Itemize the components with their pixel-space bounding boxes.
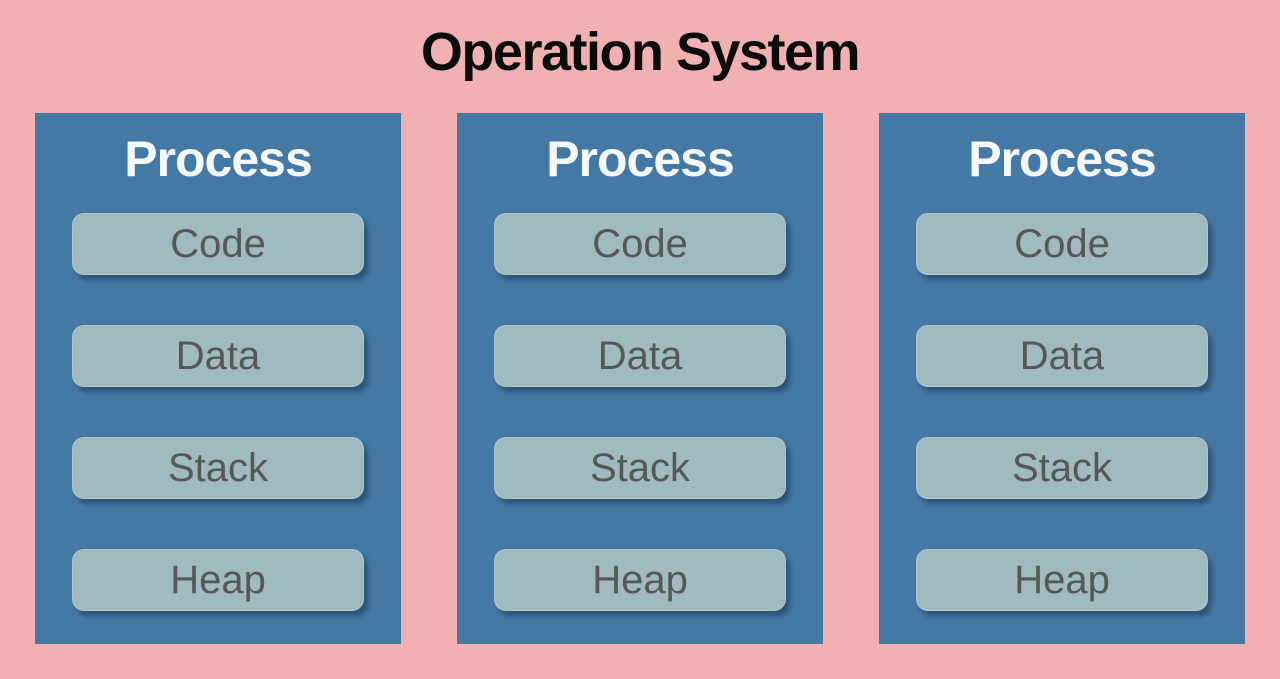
process-title: Process [546, 131, 735, 187]
process-box-3: Process Code Data Stack Heap [879, 113, 1245, 644]
segment-data: Data [494, 325, 786, 387]
segment-code: Code [494, 213, 786, 275]
diagram-title: Operation System [420, 22, 861, 82]
process-title: Process [124, 131, 313, 187]
segment-data: Data [72, 325, 364, 387]
segment-code: Code [72, 213, 364, 275]
process-row: Process Code Data Stack Heap Process Cod… [0, 113, 1280, 644]
segment-code: Code [916, 213, 1208, 275]
segment-heap: Heap [494, 549, 786, 611]
process-title: Process [968, 131, 1157, 187]
process-segments: Code Data Stack Heap [457, 213, 823, 611]
process-segments: Code Data Stack Heap [879, 213, 1245, 611]
segment-stack: Stack [916, 437, 1208, 499]
process-box-1: Process Code Data Stack Heap [35, 113, 401, 644]
segment-heap: Heap [72, 549, 364, 611]
segment-heap: Heap [916, 549, 1208, 611]
segment-data: Data [916, 325, 1208, 387]
segment-stack: Stack [72, 437, 364, 499]
process-box-2: Process Code Data Stack Heap [457, 113, 823, 644]
segment-stack: Stack [494, 437, 786, 499]
process-segments: Code Data Stack Heap [35, 213, 401, 611]
